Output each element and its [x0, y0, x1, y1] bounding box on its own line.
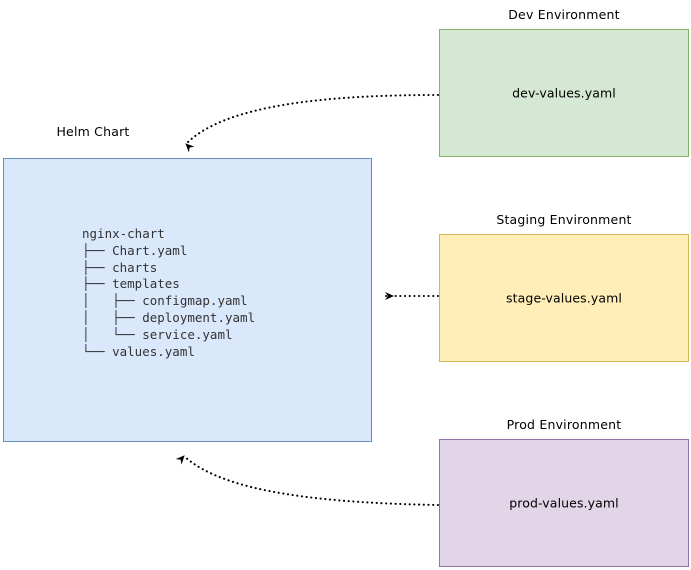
helm-chart-box[interactable]: nginx-chart ├── Chart.yaml ├── charts ├─… [3, 158, 372, 442]
stage-values-file-label: stage-values.yaml [506, 290, 622, 306]
edge-dev-to-chart [184, 93, 440, 153]
staging-environment-box[interactable]: stage-values.yaml [439, 234, 689, 362]
dev-environment-box[interactable]: dev-values.yaml [439, 29, 689, 157]
prod-environment-box[interactable]: prod-values.yaml [439, 439, 689, 567]
dev-values-file-label: dev-values.yaml [512, 85, 616, 101]
staging-environment-label: Staging Environment [496, 212, 632, 227]
helm-chart-label: Helm Chart [56, 124, 130, 139]
helm-chart-file-tree: nginx-chart ├── Chart.yaml ├── charts ├─… [82, 226, 256, 359]
prod-values-file-label: prod-values.yaml [509, 495, 619, 511]
dev-environment-label: Dev Environment [508, 7, 620, 22]
prod-environment-label: Prod Environment [506, 417, 622, 432]
edge-prod-to-chart [175, 454, 440, 507]
